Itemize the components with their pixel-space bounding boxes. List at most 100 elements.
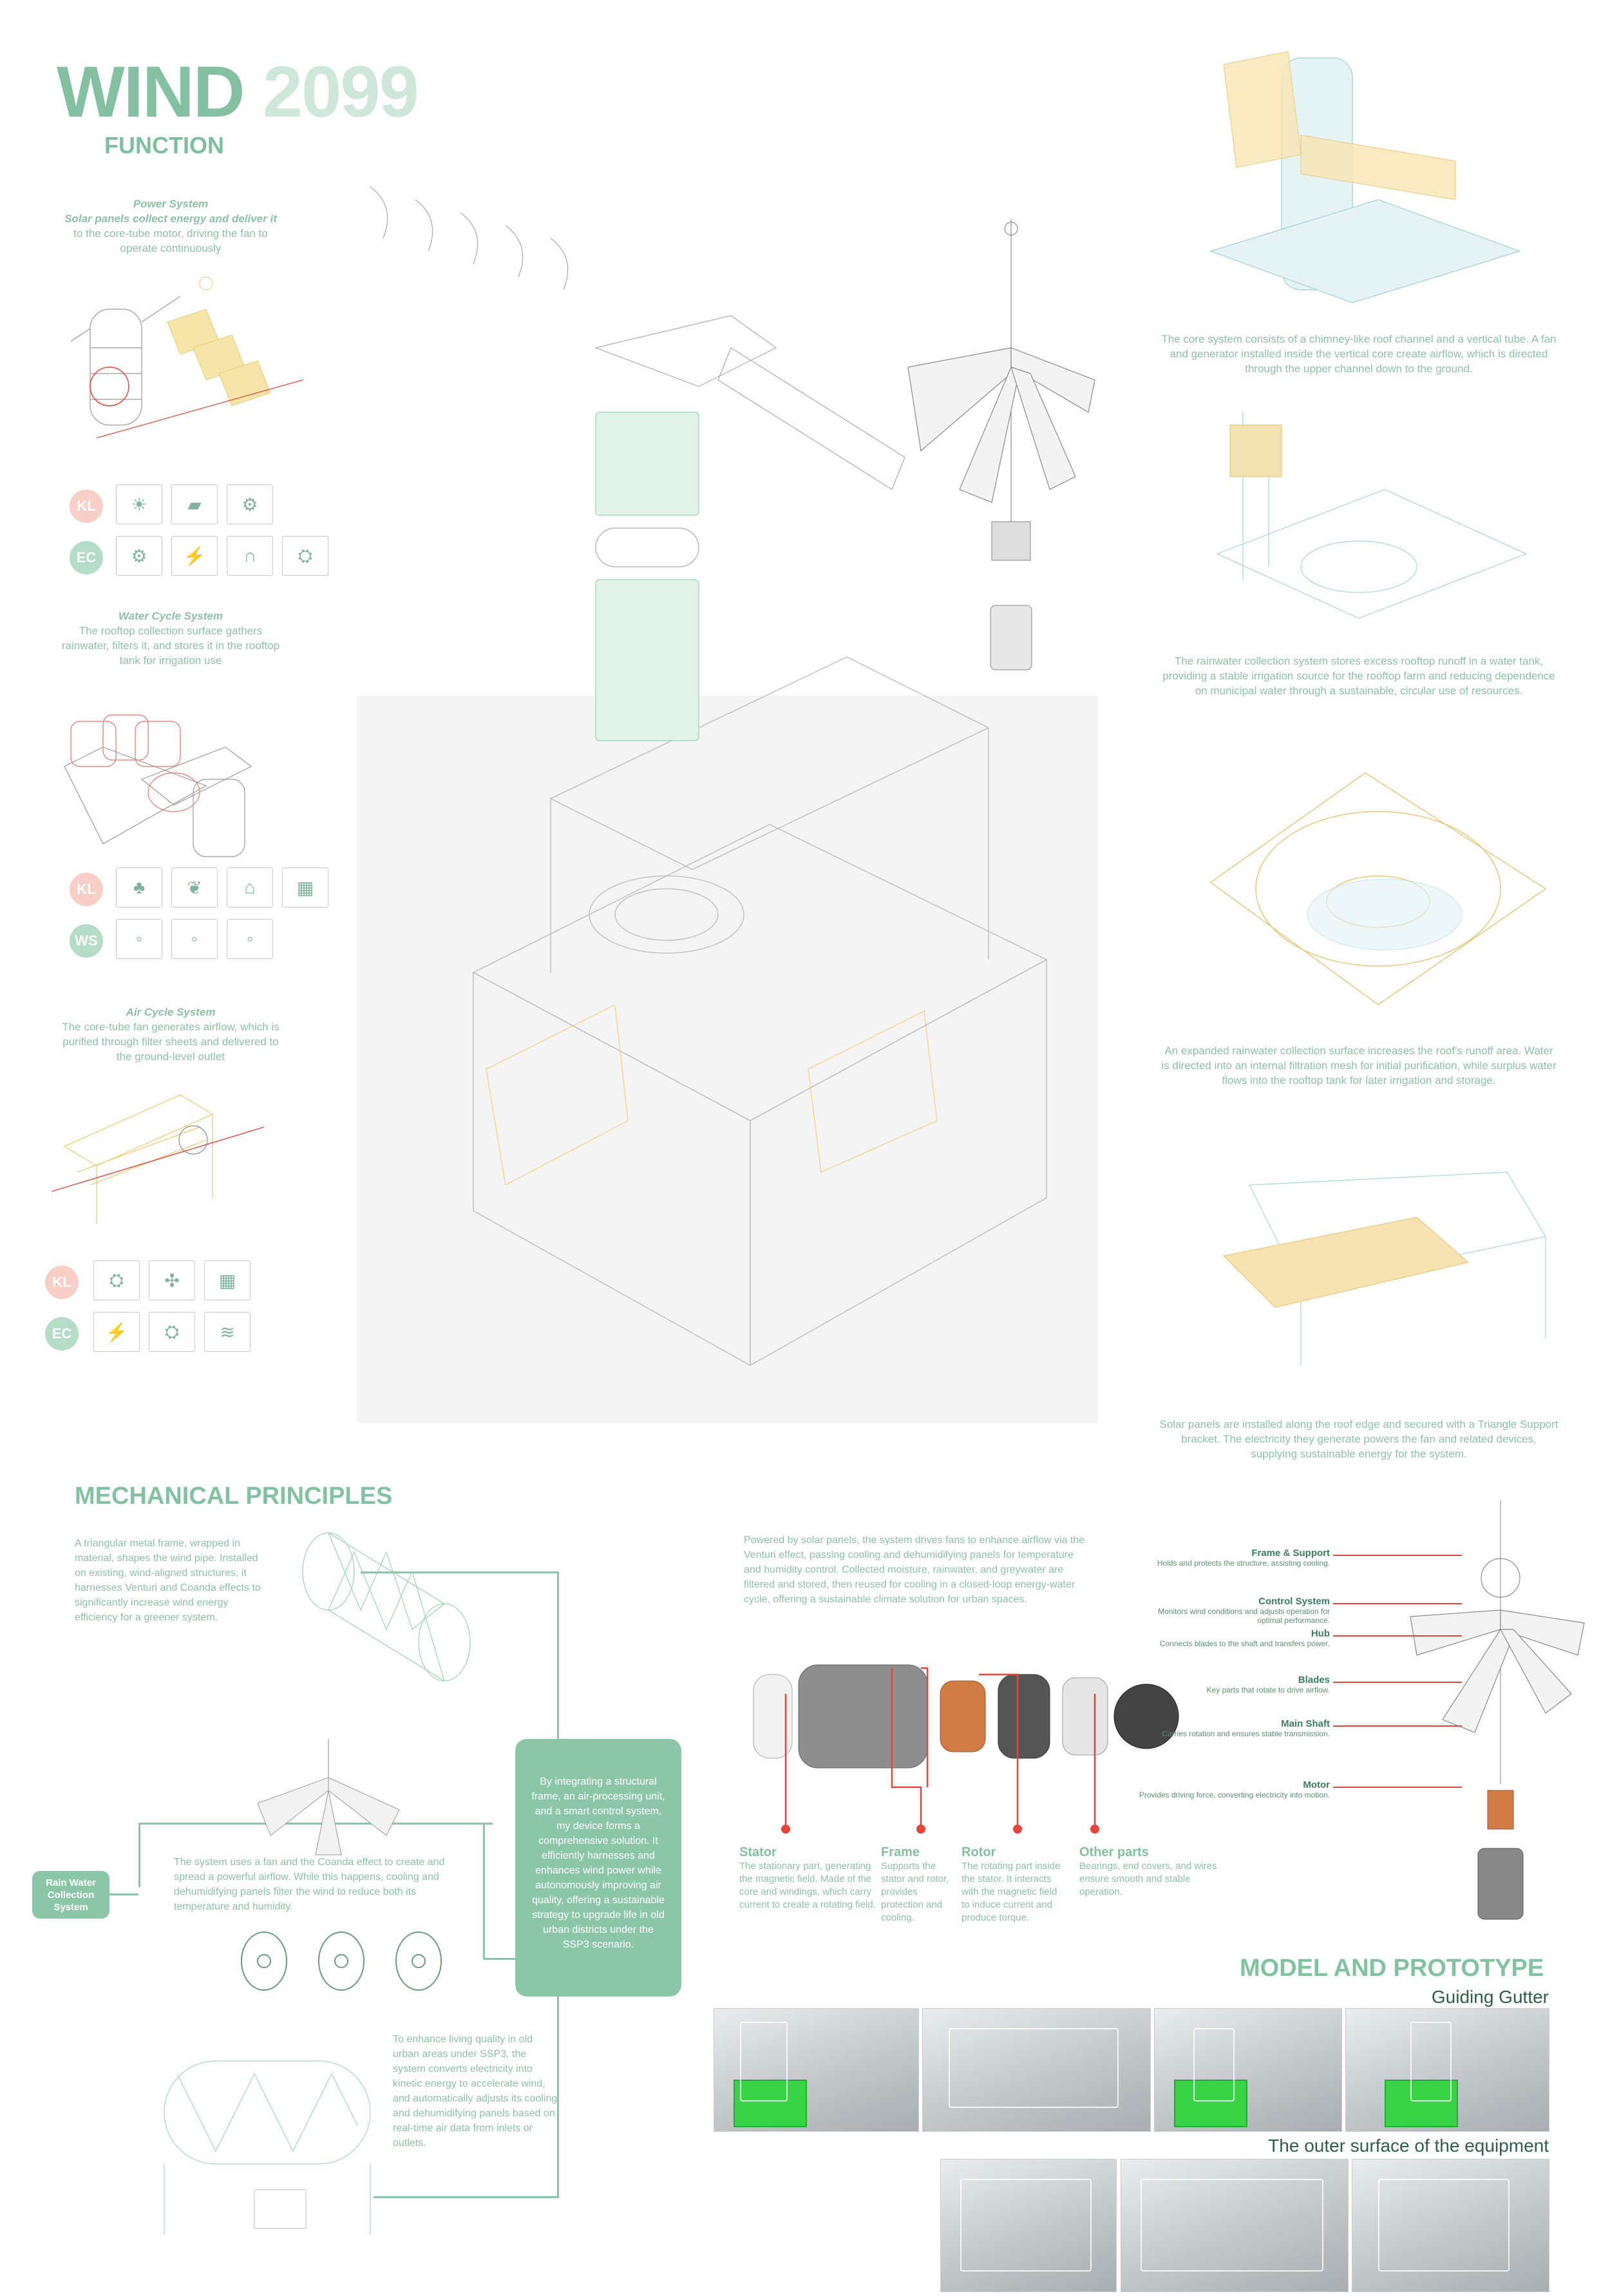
solar-caption: Solar panels are installed along the roo… bbox=[1159, 1418, 1558, 1460]
power-icons-row1: ☀ ▰ ⚙ bbox=[116, 484, 273, 524]
prototype-photo-3 bbox=[1154, 2008, 1342, 2132]
leaf-icon: ❦ bbox=[171, 868, 218, 907]
water-cycle-diagram bbox=[64, 714, 252, 857]
solar-roof-diagram bbox=[1222, 1172, 1546, 1365]
rainwater-caption: The rainwater collection system stores e… bbox=[1162, 655, 1555, 697]
rain-water-label: Rain Water Collection System bbox=[32, 1871, 109, 1919]
mechanical-heading: MECHANICAL PRINCIPLES bbox=[75, 1483, 393, 1510]
grid-icon: ▦ bbox=[282, 868, 328, 907]
callout-frame-support: Frame & Support Holds and protects the s… bbox=[1157, 1548, 1330, 1568]
prototype-photo-6 bbox=[1121, 2159, 1349, 2292]
power-caption: Power System Solar panels collect energy… bbox=[64, 198, 277, 254]
coanda-fan-diagram bbox=[257, 1739, 400, 1855]
ssp3-text: To enhance living quality in old urban a… bbox=[393, 2034, 558, 2149]
triangular-frame-text: A triangular metal frame, wrapped in mat… bbox=[75, 1538, 261, 1623]
callout-motor: Motor Provides driving force, converting… bbox=[1139, 1779, 1330, 1799]
coanda-text: The system uses a fan and the Coanda eff… bbox=[174, 1857, 445, 1912]
prototype-photo-1 bbox=[714, 2008, 919, 2132]
part-frame: Frame Supports the stator and rotor, pro… bbox=[881, 1845, 949, 1923]
part-other: Other parts Bearings, end covers, and wi… bbox=[1079, 1845, 1217, 1897]
page-title: WIND 2099 bbox=[57, 52, 419, 132]
solar-powered-text: Powered by solar panels, the system driv… bbox=[744, 1535, 1085, 1605]
drop-icon: ◦ bbox=[116, 919, 162, 959]
motor-exploded bbox=[753, 1664, 1179, 1769]
connector-bottom bbox=[374, 2196, 559, 2198]
water-icons-row2: ◦ ◦ ◦ bbox=[116, 919, 273, 959]
connector-to-box bbox=[483, 1958, 515, 1960]
callout-control-system: Control System Monitors wind conditions … bbox=[1158, 1596, 1330, 1625]
wind-icon: ≋ bbox=[204, 1312, 251, 1352]
callout-hub: Hub Connects blades to the shaft and tra… bbox=[1159, 1628, 1330, 1648]
prototype-photo-2 bbox=[922, 2008, 1151, 2132]
summary-box: By integrating a structural frame, an ai… bbox=[515, 1739, 681, 1997]
guiding-gutter-label: Guiding Gutter bbox=[1431, 1987, 1549, 2007]
core-system-caption: The core system consists of a chimney-li… bbox=[1161, 333, 1557, 375]
callout-blades: Blades Key parts that rotate to drive ai… bbox=[1206, 1675, 1330, 1694]
other-parts-dot bbox=[1090, 1825, 1099, 1834]
kl-badge-air: KL bbox=[45, 1266, 79, 1299]
stator-dot bbox=[781, 1825, 790, 1834]
connector-left-v bbox=[138, 1823, 140, 1887]
house-icon: ⌂ bbox=[227, 868, 273, 907]
section-subtitle: FUNCTION bbox=[104, 132, 224, 158]
outer-surface-label: The outer surface of the equipment bbox=[1268, 2136, 1549, 2156]
motor-leader-lines bbox=[784, 1667, 1096, 1829]
power-system-diagram bbox=[70, 276, 303, 439]
frame-dot bbox=[916, 1825, 925, 1834]
expanded-collection-diagram bbox=[1209, 772, 1547, 1005]
bolt2-icon: ⚡ bbox=[93, 1312, 140, 1352]
water-title: Water Cycle System bbox=[118, 610, 223, 622]
connector-right-bottom bbox=[557, 1997, 559, 2196]
wind-pipe-diagram bbox=[302, 1532, 471, 1682]
prototype-heading: MODEL AND PROTOTYPE bbox=[1240, 1955, 1544, 1982]
drop3-icon: ◦ bbox=[227, 919, 273, 959]
air-cycle-diagram bbox=[51, 1094, 265, 1224]
motor2-icon: ⛭ bbox=[93, 1260, 140, 1300]
prototype-photo-4 bbox=[1345, 2008, 1549, 2132]
rotor-dot bbox=[1013, 1825, 1022, 1834]
expanded-caption: An expanded rainwater collection surface… bbox=[1161, 1045, 1557, 1086]
engine-icon: ⛭ bbox=[282, 536, 328, 576]
connector-mid-v bbox=[483, 1823, 485, 1958]
part-stator: Stator The stationary part, generating t… bbox=[739, 1845, 876, 1910]
air-icons-row2: ⚡ ⛭ ≋ bbox=[93, 1312, 251, 1352]
building-axonometric bbox=[357, 186, 1098, 1423]
connector-rain bbox=[109, 1893, 138, 1895]
prototype-photo-5 bbox=[940, 2159, 1117, 2292]
power-title: Power System bbox=[133, 198, 209, 210]
water-caption: Water Cycle System The rooftop collectio… bbox=[61, 610, 280, 667]
sun-icon: ☀ bbox=[116, 484, 162, 524]
ec-badge: EC bbox=[70, 541, 103, 574]
filter-sheets-diagram bbox=[241, 1931, 442, 1991]
filter-icon: ▦ bbox=[204, 1260, 251, 1300]
farm-icon: ♣ bbox=[116, 868, 162, 907]
fan-assembly bbox=[1410, 1501, 1585, 1920]
air-caption: Air Cycle System The core-tube fan gener… bbox=[62, 1006, 279, 1063]
fan-icon: ✣ bbox=[149, 1260, 195, 1300]
power-icons-row2: ⚙ ⚡ ∩ ⛭ bbox=[116, 536, 328, 576]
callout-lines bbox=[1333, 1555, 1462, 1788]
panel-icon: ▰ bbox=[171, 484, 218, 524]
connector-mid bbox=[138, 1823, 493, 1825]
engine2-icon: ⛭ bbox=[149, 1312, 195, 1352]
fan-exploded-view bbox=[907, 219, 1095, 670]
rainwater-tank-diagram bbox=[1216, 412, 1528, 619]
callout-main-shaft: Main Shaft Carries rotation and ensures … bbox=[1162, 1718, 1330, 1738]
bolt-icon: ⚡ bbox=[171, 536, 218, 576]
magnet-icon: ∩ bbox=[227, 536, 273, 576]
motor-icon: ⚙ bbox=[227, 484, 273, 524]
prototype-photo-7 bbox=[1352, 2159, 1549, 2292]
ec-badge-air: EC bbox=[45, 1317, 79, 1351]
connector-top bbox=[361, 1571, 557, 1573]
air-title: Air Cycle System bbox=[126, 1006, 216, 1018]
drop2-icon: ◦ bbox=[171, 919, 218, 959]
water-icons-row1: ♣ ❦ ⌂ ▦ bbox=[116, 868, 328, 907]
pipe-frame-diagram bbox=[164, 2060, 371, 2235]
part-rotor: Rotor The rotating part inside the stato… bbox=[961, 1845, 1061, 1923]
kl-badge-water: KL bbox=[70, 873, 103, 906]
ws-badge: WS bbox=[70, 924, 103, 958]
kl-badge: KL bbox=[70, 489, 103, 523]
connector-right-top bbox=[557, 1571, 559, 1739]
air-icons-row1: ⛭ ✣ ▦ bbox=[93, 1260, 251, 1300]
chimney-roof-diagram bbox=[1209, 51, 1521, 303]
